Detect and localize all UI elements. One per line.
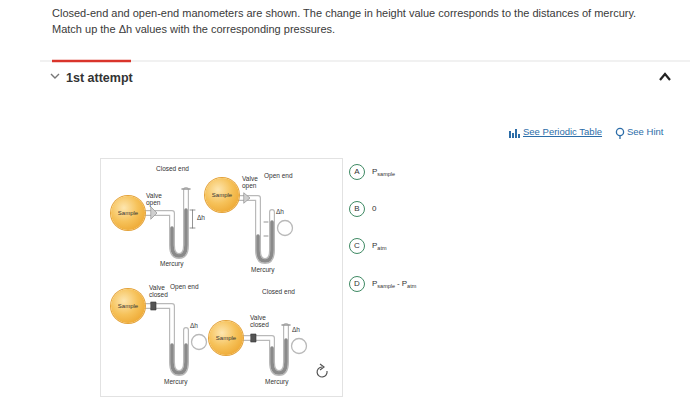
- option-circle: A: [349, 164, 365, 180]
- manometers: [143, 189, 307, 373]
- pressure-subscript: atm: [377, 245, 386, 251]
- option-circle: B: [349, 201, 365, 217]
- pressure-symbol: P: [372, 279, 377, 288]
- pressure-subscript: atm: [407, 283, 416, 289]
- delta-h: Δh: [190, 322, 198, 329]
- pressure-subscript: sample: [377, 171, 395, 177]
- hint-icon: [616, 128, 623, 139]
- periodic-link: See Periodic Table: [523, 127, 602, 138]
- option-letter: C: [354, 242, 360, 250]
- option-text: 0: [372, 205, 376, 213]
- chevron: [51, 74, 59, 78]
- option-letter: D: [354, 280, 360, 288]
- sample-label: Sample: [118, 303, 138, 309]
- option-circle: D: [349, 276, 365, 292]
- end-label: Closed end: [262, 288, 295, 295]
- option-letter: A: [354, 168, 359, 176]
- diagram-frame: [101, 159, 343, 397]
- sample-sphere: Sample: [205, 178, 239, 212]
- attempt-heading: 1st attempt: [66, 71, 133, 85]
- sample-sphere: Sample: [209, 321, 243, 355]
- valve-label: Valve closed: [250, 314, 272, 329]
- pressure-symbol: P: [372, 167, 377, 176]
- option-text: Patm: [372, 242, 387, 252]
- end-label: Closed end: [156, 165, 189, 172]
- question-text: Closed-end and open-end manometers are s…: [52, 6, 652, 38]
- option-circle: C: [349, 238, 365, 254]
- sample-sphere: Sample: [111, 289, 145, 323]
- pressure-symbol: P: [372, 241, 377, 250]
- refresh-icon: [317, 364, 327, 377]
- delta-h: Δh: [197, 214, 205, 221]
- mercury-label: Mercury: [251, 266, 274, 273]
- zero-value: 0: [372, 204, 376, 213]
- delta-h: Δh: [292, 326, 300, 333]
- minus-sign: -: [397, 279, 400, 288]
- sample-sphere: Sample: [111, 196, 145, 230]
- periodic-icon: [509, 129, 520, 138]
- pressure-symbol: P: [402, 279, 407, 288]
- delta-h: Δh: [276, 208, 284, 215]
- divider: [40, 61, 690, 62]
- option-text: Psample: [372, 168, 395, 178]
- hint-link: See Hint: [627, 127, 663, 138]
- option-letter: B: [354, 205, 359, 213]
- mercury-label: Mercury: [265, 378, 288, 385]
- mercury-label: Mercury: [160, 260, 183, 267]
- pressure-subscript: sample: [377, 283, 395, 289]
- end-label: Open end: [170, 283, 199, 290]
- collapse-arrow: [660, 74, 670, 80]
- option-text: Psample-Patm: [372, 280, 416, 290]
- valve-label: Valve closed: [149, 284, 171, 299]
- valve-label: Valve open: [146, 192, 166, 207]
- tab-underline: [52, 60, 131, 63]
- mercury-label: Mercury: [164, 378, 187, 385]
- sample-label: Sample: [216, 335, 236, 341]
- end-label: Open end: [264, 172, 293, 179]
- sample-label: Sample: [118, 210, 138, 216]
- valve-label: Valve open: [242, 175, 262, 190]
- sample-label: Sample: [212, 192, 232, 198]
